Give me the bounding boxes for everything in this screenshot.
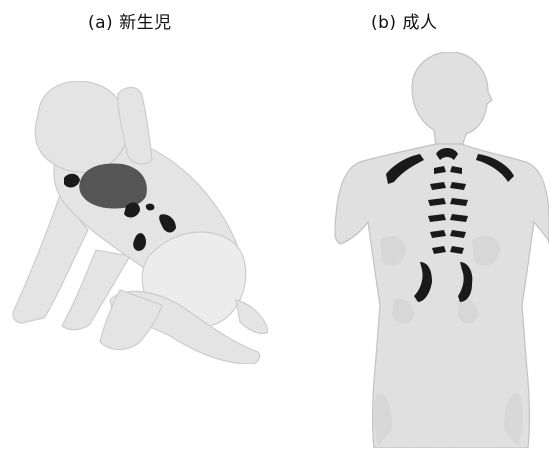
- interscapular-fat-deposit: [79, 164, 147, 209]
- newborn-body: [13, 81, 268, 364]
- adult-illustration: [335, 52, 549, 448]
- newborn-illustration: [13, 81, 268, 364]
